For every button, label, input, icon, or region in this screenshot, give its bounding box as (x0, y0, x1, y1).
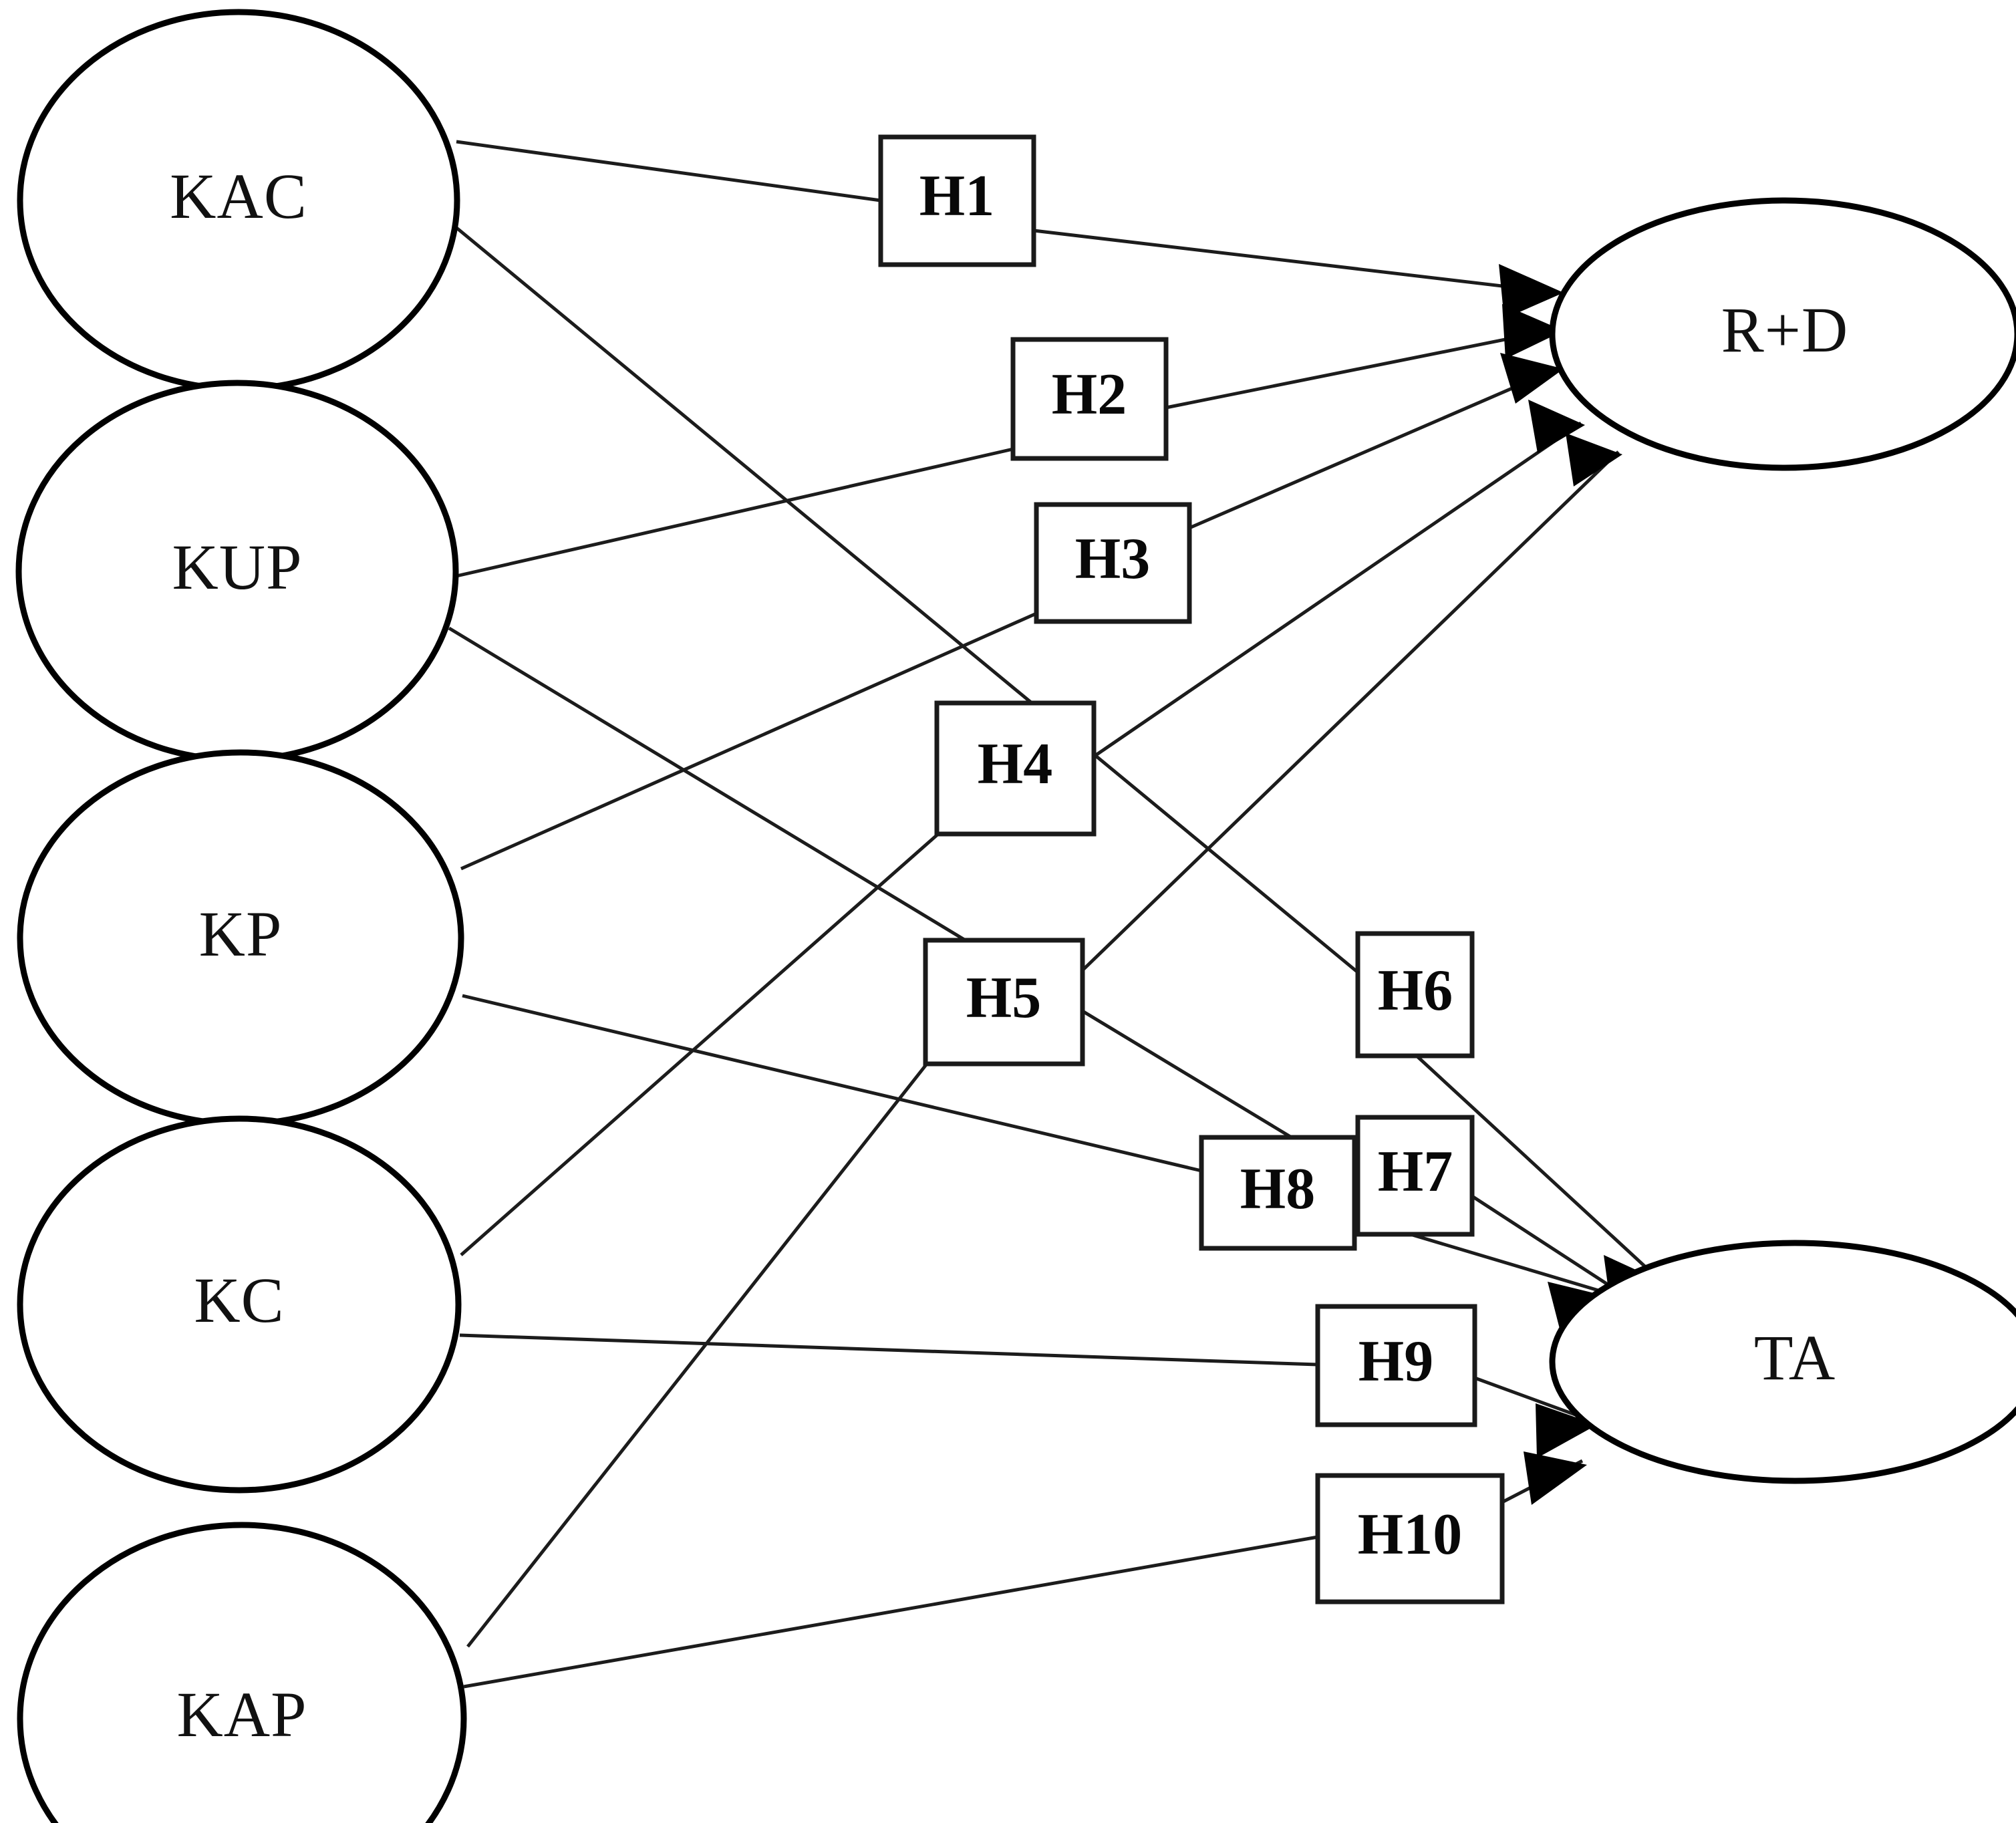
arrowhead-ta-5 (1524, 1451, 1587, 1505)
hypothesis-h7-rect[interactable] (1355, 1115, 1475, 1237)
hypothesis-box-group: H1 H2 H3 H4 H5 H6 H7 H8 (878, 134, 1505, 1604)
hypothesis-h10-rect[interactable] (1315, 1473, 1505, 1604)
exogenous-node-group: KAC KUP KP KC KAP (15, 9, 467, 1823)
node-ta-ellipse[interactable] (1549, 1240, 2016, 1484)
hypothesis-h9-label: H9 (1358, 1329, 1433, 1394)
hypothesis-h4[interactable]: H4 (934, 700, 1097, 837)
node-kap[interactable]: KAP (17, 1522, 467, 1823)
node-kup-label: KUP (172, 531, 302, 603)
link-kup-h7 (448, 626, 1359, 1179)
link-kc-h9 (459, 1333, 1318, 1367)
node-ta-label: TA (1754, 1322, 1836, 1393)
hypothesis-h10[interactable]: H10 (1315, 1473, 1505, 1604)
link-kac-h1 (456, 140, 881, 202)
hypothesis-h3-label: H3 (1075, 527, 1150, 591)
hypothesis-h7[interactable]: H7 (1355, 1115, 1475, 1237)
hypothesis-h4-label: H4 (978, 732, 1052, 797)
node-kac-label: KAC (170, 160, 307, 232)
hypothesis-h8[interactable]: H8 (1199, 1135, 1357, 1251)
node-ta[interactable]: TA (1549, 1240, 2016, 1484)
link-h2-rd (1165, 327, 1559, 410)
node-kc[interactable]: KC (17, 1115, 462, 1494)
node-kac[interactable]: KAC (17, 9, 460, 392)
arrowhead-rd-3 (1500, 353, 1564, 404)
endogenous-node-group: R+D TA (1549, 197, 2016, 1484)
node-kp[interactable]: KP (17, 749, 464, 1127)
hypothesis-h9[interactable]: H9 (1315, 1304, 1477, 1427)
node-kup[interactable]: KUP (15, 380, 459, 763)
node-rd-label: R+D (1721, 294, 1849, 366)
hypothesis-h2-rect[interactable] (1010, 337, 1169, 461)
link-kp-h8 (462, 994, 1202, 1173)
hypothesis-h1-rect[interactable] (878, 134, 1036, 267)
hypothesis-h4-rect[interactable] (934, 700, 1097, 837)
hypothesis-h6-rect[interactable] (1355, 931, 1475, 1059)
node-rd[interactable]: R+D (1549, 197, 2016, 471)
arrowhead-ta-4 (1536, 1403, 1597, 1458)
hypothesis-h10-label: H10 (1358, 1502, 1462, 1567)
hypothesis-h5-label: H5 (966, 966, 1041, 1030)
link-kup-h2 (456, 447, 1014, 578)
hypothesis-h3[interactable]: H3 (1034, 502, 1192, 624)
arrowhead-rd-2 (1502, 304, 1564, 359)
link-kac-h6 (446, 219, 1359, 974)
node-rd-ellipse[interactable] (1549, 197, 2016, 471)
link-kp-h3 (460, 611, 1038, 871)
link-h3-rd (1189, 367, 1558, 530)
hypothesis-h2-label: H2 (1052, 362, 1127, 427)
node-kc-label: KC (194, 1264, 284, 1336)
arrowhead-rd-5 (1566, 433, 1622, 486)
hypothesis-h8-label: H8 (1240, 1157, 1315, 1222)
hypothesis-h8-rect[interactable] (1199, 1135, 1357, 1251)
hypothesis-h7-label: H7 (1378, 1139, 1453, 1204)
link-kc-h4 (460, 833, 940, 1256)
link-h6-ta (1415, 1055, 1659, 1279)
node-kc-ellipse[interactable] (17, 1115, 462, 1494)
hypothesis-h3-rect[interactable] (1034, 502, 1192, 624)
arrowhead-rd-1 (1499, 264, 1564, 319)
node-kap-label: KAP (176, 1679, 307, 1750)
link-kap-h5 (466, 1063, 928, 1648)
link-kap-h10 (463, 1535, 1318, 1689)
link-h1-rd (1033, 229, 1559, 295)
hypothesis-h1[interactable]: H1 (878, 134, 1036, 267)
hypothesis-h6-label: H6 (1378, 958, 1453, 1023)
link-h5-rd (1081, 450, 1620, 972)
node-kap-ellipse[interactable] (17, 1522, 467, 1823)
hypothesis-h9-rect[interactable] (1315, 1304, 1477, 1427)
hypothesis-h1-label: H1 (919, 164, 994, 229)
hypothesis-h5[interactable]: H5 (923, 938, 1085, 1067)
node-kp-label: KP (199, 898, 283, 970)
hypothesis-h6[interactable]: H6 (1355, 931, 1475, 1059)
hypothesis-h5-rect[interactable] (923, 938, 1085, 1067)
arrowhead-rd-4 (1528, 400, 1585, 453)
hypothesis-h2[interactable]: H2 (1010, 337, 1169, 461)
link-h4-rd (1093, 421, 1582, 758)
